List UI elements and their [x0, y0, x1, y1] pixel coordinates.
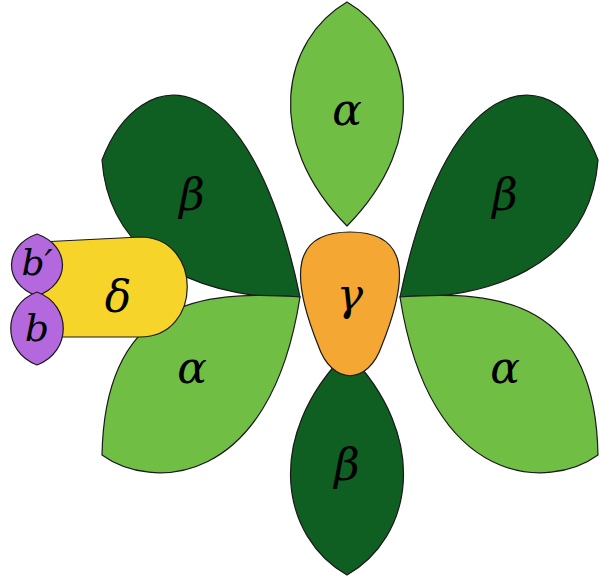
light-leaf-shape	[291, 2, 404, 226]
greek-label: α	[177, 346, 207, 390]
dark-leaf-shape	[400, 95, 598, 297]
purple-bud-shape	[11, 292, 64, 365]
dark-leaf-shape	[291, 352, 404, 575]
orange-center-shape	[300, 232, 399, 376]
greek-label: β	[334, 443, 359, 487]
greek-label: b′	[21, 245, 52, 281]
label-holder: β	[492, 173, 517, 217]
light-leaf: α	[280, 0, 415, 230]
label-holder: b′	[21, 245, 52, 281]
label-holder: b	[25, 309, 49, 347]
label-holder: α	[177, 346, 207, 390]
orange-center: γ	[295, 228, 410, 390]
greek-label: δ	[105, 275, 132, 319]
label-holder: γ	[337, 273, 363, 317]
purple-bud: b	[3, 288, 71, 368]
light-leaf: α	[395, 285, 600, 470]
label-holder: α	[332, 88, 362, 132]
label-holder: β	[179, 173, 204, 217]
purple-bud: b′	[3, 230, 71, 300]
label-holder: α	[490, 346, 520, 390]
dark-leaf: β	[280, 348, 415, 577]
light-leaf-shape	[400, 295, 598, 472]
light-leaf-shape	[102, 295, 300, 472]
greek-label: β	[179, 173, 204, 217]
dark-leaf: β	[390, 50, 600, 305]
greek-label: α	[490, 346, 520, 390]
greek-label: α	[332, 88, 362, 132]
greek-label: b	[25, 309, 49, 347]
label-holder: δ	[105, 275, 132, 319]
label-holder: β	[334, 443, 359, 487]
greek-label: γ	[337, 273, 363, 317]
greek-label: β	[492, 173, 517, 217]
